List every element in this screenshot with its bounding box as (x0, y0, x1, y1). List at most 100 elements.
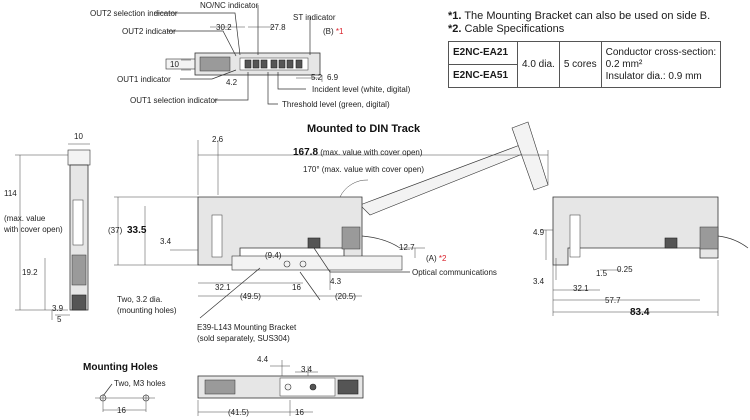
label-out2-selection: OUT2 selection indicator (90, 9, 178, 18)
mounting-holes-title: Mounting Holes (83, 362, 158, 373)
label-bracket-2: (sold separately, SUS304) (197, 334, 290, 343)
end-view: 10 114 (max. value with cover open) 19.2… (3, 132, 91, 324)
side-label (211, 214, 223, 258)
dim-5: 5 (57, 315, 62, 324)
right-optical-window (664, 237, 678, 249)
dim-83-4: 83.4 (630, 307, 650, 318)
dim-32-1-side: 32.1 (215, 283, 231, 292)
dim-16-holes: 16 (117, 406, 126, 415)
note-1-mark: *1. (448, 10, 462, 22)
dim-27-8: 27.8 (270, 23, 286, 32)
dim-1-5: 1.5 (596, 269, 608, 278)
cable-spec-table: E2NC-EA21 4.0 dia. 5 cores Conductor cro… (448, 41, 722, 88)
dim-37: (37) (108, 226, 123, 235)
right-view: 4.9 3.4 1.5 0.25 32.1 57.7 83.4 (533, 196, 749, 318)
label-optical-communications: Optical communications (412, 268, 497, 277)
bottom-view: 4.4 3.4 (41.5) 16 (197, 355, 364, 417)
right-label (569, 214, 581, 258)
label-a-mark: (A) *2 (426, 254, 447, 263)
dim-3-4-right: 3.4 (533, 277, 545, 286)
mounted-din-title: Mounted to DIN Track (307, 123, 421, 135)
dim-16-bottom: 16 (295, 408, 304, 417)
top-view: OUT2 selection indicator NO/NC indicator… (90, 1, 411, 109)
dim-167-8-group: 167.8 (max. value with cover open) (293, 147, 423, 158)
dim-9-4: (9.4) (265, 251, 282, 260)
dim-10-end: 10 (74, 132, 83, 141)
bottom-gland (337, 379, 359, 395)
dim-49-5: (49.5) (240, 292, 261, 301)
table-row: E2NC-EA21 4.0 dia. 5 cores Conductor cro… (448, 41, 722, 88)
dim-6-9: 6.9 (327, 73, 339, 82)
fiber-port (199, 56, 231, 72)
label-out1-indicator: OUT1 indicator (117, 75, 171, 84)
model-cell: E2NC-EA51 (448, 64, 518, 88)
label-nonc: NO/NC indicator (200, 1, 259, 10)
dim-114: 114 (4, 189, 17, 198)
conductor-cell: Conductor cross-section: 0.2 mm² Insulat… (600, 41, 722, 88)
right-cable (717, 235, 749, 249)
mounting-holes-view: Mounting Holes Two, M3 holes 16 (83, 362, 166, 415)
dim-3-4-side: 3.4 (160, 237, 172, 246)
bottom-hole-1 (284, 383, 292, 391)
dim-30-2: 30.2 (216, 23, 232, 32)
din-bracket (231, 255, 403, 271)
label-incident-level: Incident level (white, digital) (312, 85, 411, 94)
dim-114-note2: with cover open) (3, 225, 63, 234)
insulator-line: Insulator dia.: 0.9 mm (605, 70, 702, 82)
dim-20-5: (20.5) (335, 292, 356, 301)
side-view: Mounted to DIN Track 2.6 167.8 (max. val… (108, 121, 549, 343)
dim-32-1-right: 32.1 (573, 284, 589, 293)
label-b-mark: (B) *1 (323, 27, 344, 36)
dim-0-25: 0.25 (617, 265, 633, 274)
conductor-line-1: Conductor cross-section: (605, 46, 717, 58)
dim-4-3: 4.3 (330, 277, 342, 286)
note-2-mark: *2. (448, 23, 462, 35)
cable-out (361, 235, 401, 249)
label-st-indicator: ST indicator (293, 13, 336, 22)
diameter-cell: 4.0 dia. (517, 41, 560, 88)
dim-114-note1: (max. value (4, 214, 46, 223)
dim-2-6: 2.6 (212, 135, 224, 144)
dim-4-2: 4.2 (226, 78, 238, 87)
label-threshold-level: Threshold level (green, digital) (282, 100, 390, 109)
cable-gland (341, 226, 361, 250)
label-out1-selection: OUT1 selection indicator (130, 96, 218, 105)
optical-window (307, 237, 321, 249)
note-1-text: The Mounting Bracket can also be used on… (464, 10, 711, 22)
bottom-hole-2 (309, 383, 317, 391)
dim-170-deg: 170° (max. value with cover open) (303, 165, 424, 174)
label-mount-holes-2: (mounting holes) (117, 306, 177, 315)
dim-4-9: 4.9 (533, 228, 545, 237)
note-2-text: Cable Specifications (464, 23, 565, 35)
dim-16-side: 16 (292, 283, 301, 292)
mount-hole-2 (299, 260, 307, 268)
end-cap (67, 149, 91, 166)
mount-hole-1 (283, 260, 291, 268)
bottom-port (204, 379, 236, 395)
dim-57-7: 57.7 (605, 296, 621, 305)
dim-19-2: 19.2 (22, 268, 38, 277)
note-2: *2. Cable Specifications (448, 23, 564, 36)
model-cell: E2NC-EA21 (448, 41, 518, 65)
dim-10-top: 10 (170, 60, 179, 69)
label-bracket-1: E39-L143 Mounting Bracket (197, 323, 297, 332)
dim-41-5: (41.5) (228, 408, 249, 417)
mounting-holes-label: Two, M3 holes (114, 379, 166, 388)
dim-33-5: 33.5 (127, 225, 147, 236)
dim-3-4-bottom: 3.4 (301, 365, 313, 374)
dim-5-2: 5.2 (311, 73, 323, 82)
note-1: *1. The Mounting Bracket can also be use… (448, 10, 710, 23)
dim-3-9: 3.9 (52, 304, 64, 313)
dim-12-7: 12.7 (399, 243, 415, 252)
bottom-bracket (279, 377, 336, 397)
label-out2-indicator: OUT2 indicator (122, 27, 176, 36)
table-row: E2NC-EA51 (448, 64, 721, 88)
label-mount-holes-1: Two, 3.2 dia. (117, 295, 162, 304)
end-foot (71, 294, 87, 311)
display-digits (244, 59, 303, 69)
end-clip (71, 254, 87, 286)
conductor-line-2: 0.2 mm² (605, 58, 643, 70)
end-label-area (72, 199, 84, 246)
